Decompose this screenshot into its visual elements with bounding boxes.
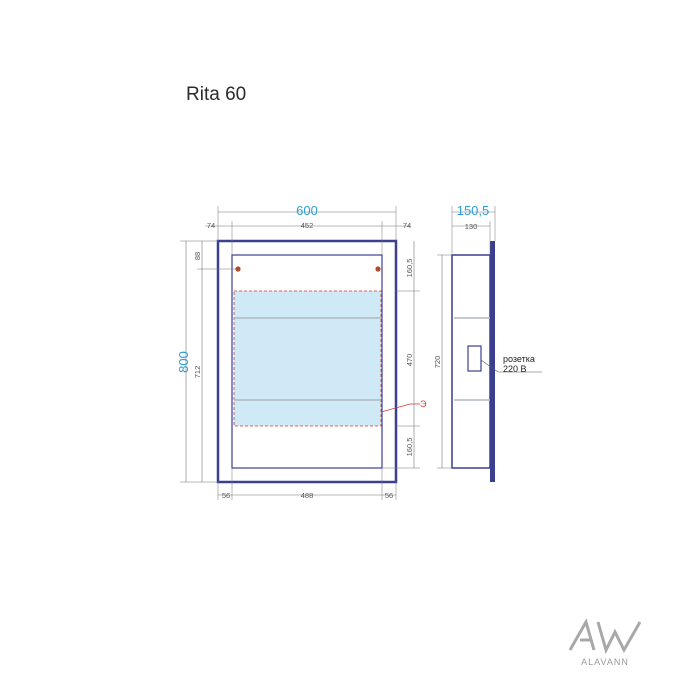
brand-logo: ALAVANN xyxy=(568,618,642,667)
logo-mark-a xyxy=(568,618,596,651)
mount-hole-right xyxy=(375,266,381,272)
dim-right-mid: 470 xyxy=(405,354,414,367)
dim-bottom-left: 56 xyxy=(222,491,230,500)
dim-top-right: 74 xyxy=(403,221,411,230)
dim-height-total: 800 xyxy=(176,351,191,373)
dim-top-left: 74 xyxy=(207,221,215,230)
front-view: Э 600 74 452 74 800 88 712 160,5 470 160… xyxy=(176,203,427,500)
logo-mark-w xyxy=(596,621,642,655)
socket-box xyxy=(467,345,482,372)
light-label-leader xyxy=(380,403,420,413)
logo-name: ALAVANN xyxy=(581,657,629,667)
socket-label-2: 220 В xyxy=(503,364,527,374)
dim-right-bottom: 160,5 xyxy=(405,438,414,457)
dim-bottom-right: 56 xyxy=(385,491,393,500)
dim-depth-total: 150,5 xyxy=(457,203,490,218)
dim-left-inner-height: 712 xyxy=(193,366,202,379)
glass-panel xyxy=(234,291,381,426)
socket-label-1: розетка xyxy=(503,354,535,364)
dim-depth-inner: 130 xyxy=(465,222,478,231)
dim-bottom-mid: 488 xyxy=(301,491,314,500)
side-front-panel xyxy=(490,241,495,482)
socket-leader xyxy=(480,359,542,373)
side-view: розетка 220 В 150,5 130 720 xyxy=(433,203,542,482)
light-area-dashed xyxy=(233,290,382,427)
dim-side-height: 720 xyxy=(433,356,442,369)
light-label: Э xyxy=(420,399,427,409)
dim-width-total: 600 xyxy=(296,203,318,218)
mirror-inner-frame xyxy=(231,254,383,469)
dim-left-top-offset: 88 xyxy=(193,252,202,260)
dim-top-mid: 452 xyxy=(301,221,314,230)
mirror-outer-frame xyxy=(216,239,398,484)
dim-right-top: 160,5 xyxy=(405,259,414,278)
drawing-title: Rita 60 xyxy=(186,84,247,105)
